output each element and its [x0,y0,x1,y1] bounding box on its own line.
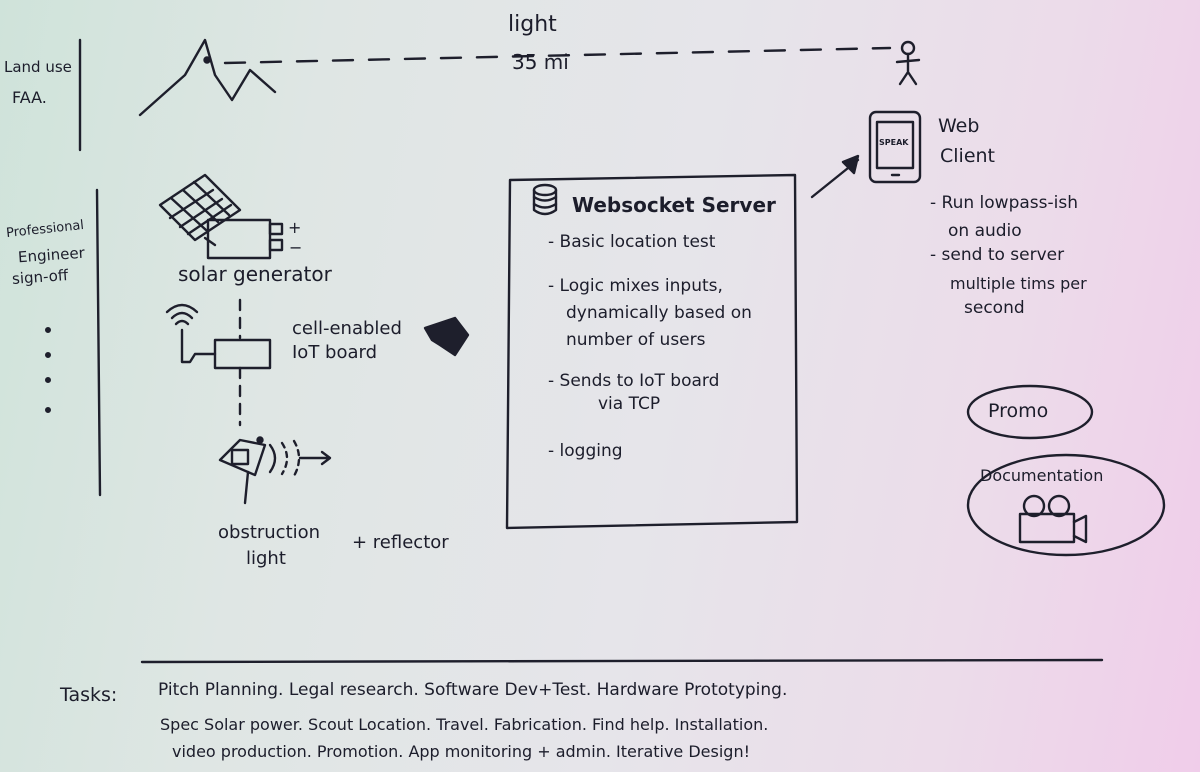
client-bullet-4: multiple tims per [950,274,1087,293]
client-bullet-5: second [964,298,1025,318]
obstruction-label-1: obstruction [218,522,321,543]
server-title: Websocket Server [572,193,776,217]
margin-dot [45,327,52,334]
mountain-peak-dot [203,56,211,64]
obstruction-light-icon [218,436,332,505]
iot-label-2: IoT board [292,342,378,363]
client-bullet-1: - Run lowpass-ish [930,193,1078,213]
server-bullet-1: - Basic location test [548,232,716,252]
promo-bubble [966,384,1094,440]
promo-label: Promo [988,400,1049,422]
server-bullet-2: - Logic mixes inputs, [548,276,723,296]
tasks-label: Tasks: [60,684,118,706]
video-camera-icon [1018,494,1088,544]
server-bullet-6: via TCP [598,394,661,414]
margin-line-bottom [95,188,102,497]
solar-minus: − [289,238,303,257]
server-box [505,173,799,530]
person-icon [895,40,921,86]
documentation-bubble [966,453,1166,557]
margin-dot [45,352,52,359]
distance-label: 35 mi [512,50,569,74]
obstruction-label-2: light [246,548,286,569]
solar-generator-label: solar generator [178,262,332,286]
solar-panel-icon [158,173,284,260]
client-bullet-2: on audio [948,221,1022,241]
light-beam-line [223,46,892,65]
light-label: light [508,12,557,37]
phone-screen-text: SPEAK [879,138,909,147]
sidebar-faa: FAA. [12,88,47,107]
documentation-label: Documentation [980,466,1104,485]
margin-dot [45,377,52,384]
tasks-separator [140,658,1104,664]
iot-board-icon [165,303,272,370]
arrow-to-server-icon [423,316,470,357]
phone-icon [868,110,922,184]
server-bullet-3: dynamically based on [566,303,752,323]
solar-plus: + [288,218,302,237]
margin-dot [45,407,52,414]
tasks-line-2: Spec Solar power. Scout Location. Travel… [160,715,769,734]
tasks-line-3: video production. Promotion. App monitor… [172,742,751,761]
iot-label-1: cell-enabled [292,318,402,339]
client-title-1: Web [938,115,980,137]
server-bullet-7: - logging [548,441,623,461]
server-bullet-5: - Sends to IoT board [548,371,720,391]
mountain-icon [138,38,277,117]
tasks-line-1: Pitch Planning. Legal research. Software… [158,680,788,700]
database-icon [532,183,558,216]
reflector-label: + reflector [352,532,449,553]
client-title-2: Client [940,145,996,167]
client-bullet-3: - send to server [930,245,1065,265]
server-bullet-4: number of users [566,330,706,350]
sidebar-land-use: Land use [4,58,72,76]
